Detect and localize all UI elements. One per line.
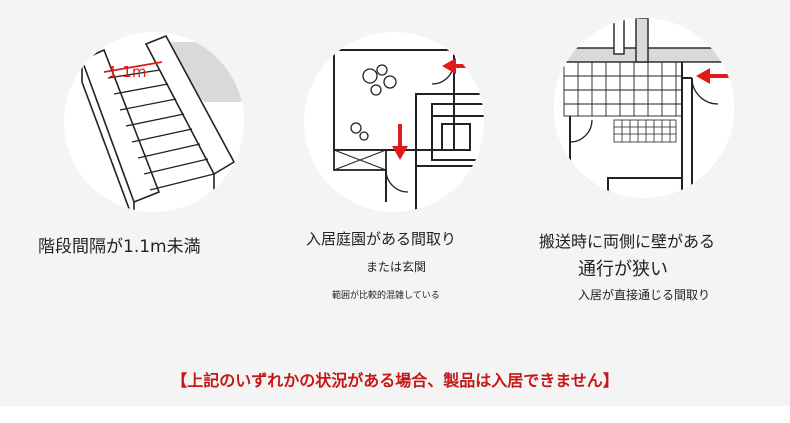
- width-dimension-label: 1.1m: [108, 63, 146, 81]
- floorplan-illustration: [304, 32, 484, 212]
- case3-caption-line3: 入居が直接通じる間取り: [578, 288, 711, 302]
- case1-caption: 階段間隔が1.1m未満: [38, 237, 201, 257]
- case3-caption-line1: 搬送時に両側に壁がある: [539, 232, 716, 251]
- case2-note: 範囲が比較的混雑している: [332, 291, 440, 301]
- case3-caption-line2: 通行が狭い: [578, 259, 668, 280]
- case2-subcaption: または玄関: [366, 260, 427, 274]
- case2-caption: 入居庭園がある間取り: [306, 230, 457, 248]
- staircase-drawing: 1.1m: [64, 32, 244, 212]
- floorplan-drawing: [304, 32, 484, 212]
- corridor-drawing: [554, 18, 734, 198]
- content-panel: 1.1m: [0, 0, 790, 406]
- warning-notice: 【上記のいずれかの状況がある場合、製品は入居できません】: [171, 371, 619, 390]
- corridor-illustration: [554, 18, 734, 198]
- staircase-illustration: 1.1m: [64, 32, 244, 212]
